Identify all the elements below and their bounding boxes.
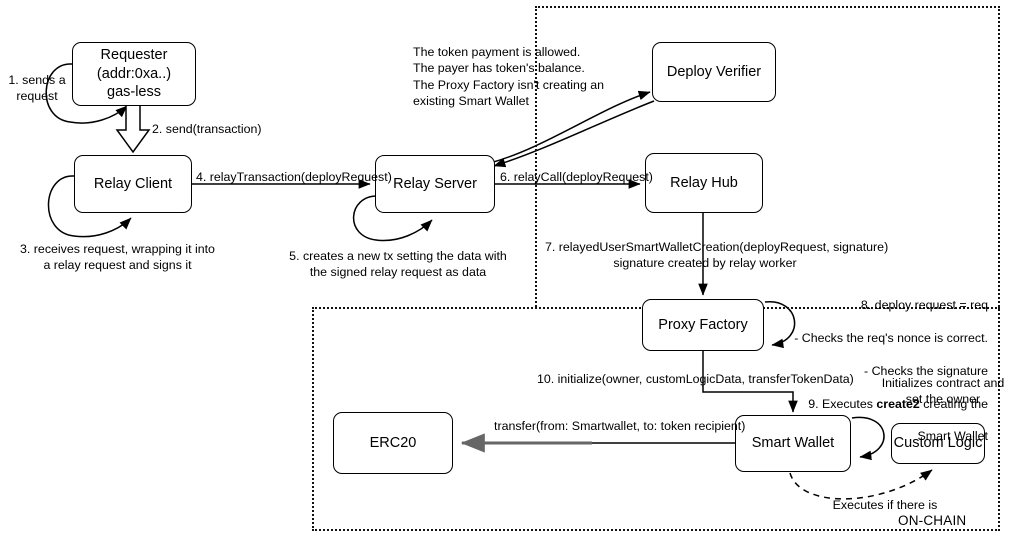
- node-relay-client-label: Relay Client: [93, 175, 173, 192]
- node-relay-client[interactable]: Relay Client: [74, 155, 192, 213]
- label-step-2: 2. send(transaction): [152, 122, 262, 136]
- label-step-1: 1. sends a request: [8, 73, 66, 104]
- label-step-9-post: creating the: [919, 396, 988, 411]
- label-step-3: 3. receives request, wrapping it into a …: [20, 242, 215, 273]
- label-step-5: 5. creates a new tx setting the data wit…: [289, 249, 507, 280]
- label-step-8-line3: - Checks the signature: [864, 363, 988, 378]
- node-proxy-factory[interactable]: Proxy Factory: [642, 299, 764, 351]
- node-smart-wallet-label: Smart Wallet: [751, 435, 835, 452]
- node-erc20[interactable]: ERC20: [333, 412, 453, 474]
- label-step-4: 4. relayTransaction(deployRequest): [196, 170, 392, 184]
- label-step-10: 10. initialize(owner, customLogicData, t…: [537, 372, 854, 386]
- node-deploy-verifier-label: Deploy Verifier: [666, 63, 762, 80]
- node-requester[interactable]: Requester (addr:0xa..) gas-less: [72, 42, 196, 106]
- label-deploy-verifier-note: The token payment is allowed. The payer …: [413, 45, 605, 109]
- onchain-zone-label: ON-CHAIN: [898, 513, 967, 528]
- label-step-6: 6. relayCall(deployRequest): [500, 170, 653, 184]
- onchain-zone-right-edge: [535, 6, 1000, 531]
- label-executes-note: Executes if there is: [832, 498, 938, 512]
- node-custom-logic-label: Custom Logic: [893, 435, 983, 452]
- node-relay-server-label: Relay Server: [393, 175, 477, 192]
- node-custom-logic[interactable]: Custom Logic: [891, 423, 985, 464]
- label-step-8-line1: 8. deploy request = req: [860, 298, 988, 313]
- node-relay-hub[interactable]: Relay Hub: [645, 153, 763, 213]
- label-step-9-pre: 9. Executes: [808, 396, 877, 411]
- label-transfer: transfer(from: Smartwallet, to: token re…: [494, 419, 746, 433]
- node-erc20-label: ERC20: [369, 434, 417, 451]
- label-step-8-9: 8. deploy request = req - Checks the req…: [770, 281, 988, 461]
- label-step-9-bold: create2: [876, 396, 920, 411]
- label-step-9-line2: Smart Wallet: [917, 429, 988, 444]
- label-step-7: 7. relayedUserSmartWalletCreation(deploy…: [545, 240, 889, 271]
- node-requester-line2: (addr:0xa..): [96, 65, 172, 82]
- node-deploy-verifier[interactable]: Deploy Verifier: [652, 42, 776, 102]
- label-step-8-line2: - Checks the req's nonce is correct.: [794, 331, 988, 346]
- node-requester-line1: Requester: [100, 47, 168, 64]
- node-proxy-factory-label: Proxy Factory: [658, 316, 748, 333]
- label-initializes-note: Initializes contract and set the owner: [881, 376, 1005, 407]
- node-relay-hub-label: Relay Hub: [670, 174, 738, 191]
- node-requester-line3: gas-less: [107, 84, 161, 101]
- node-relay-server[interactable]: Relay Server: [375, 155, 495, 213]
